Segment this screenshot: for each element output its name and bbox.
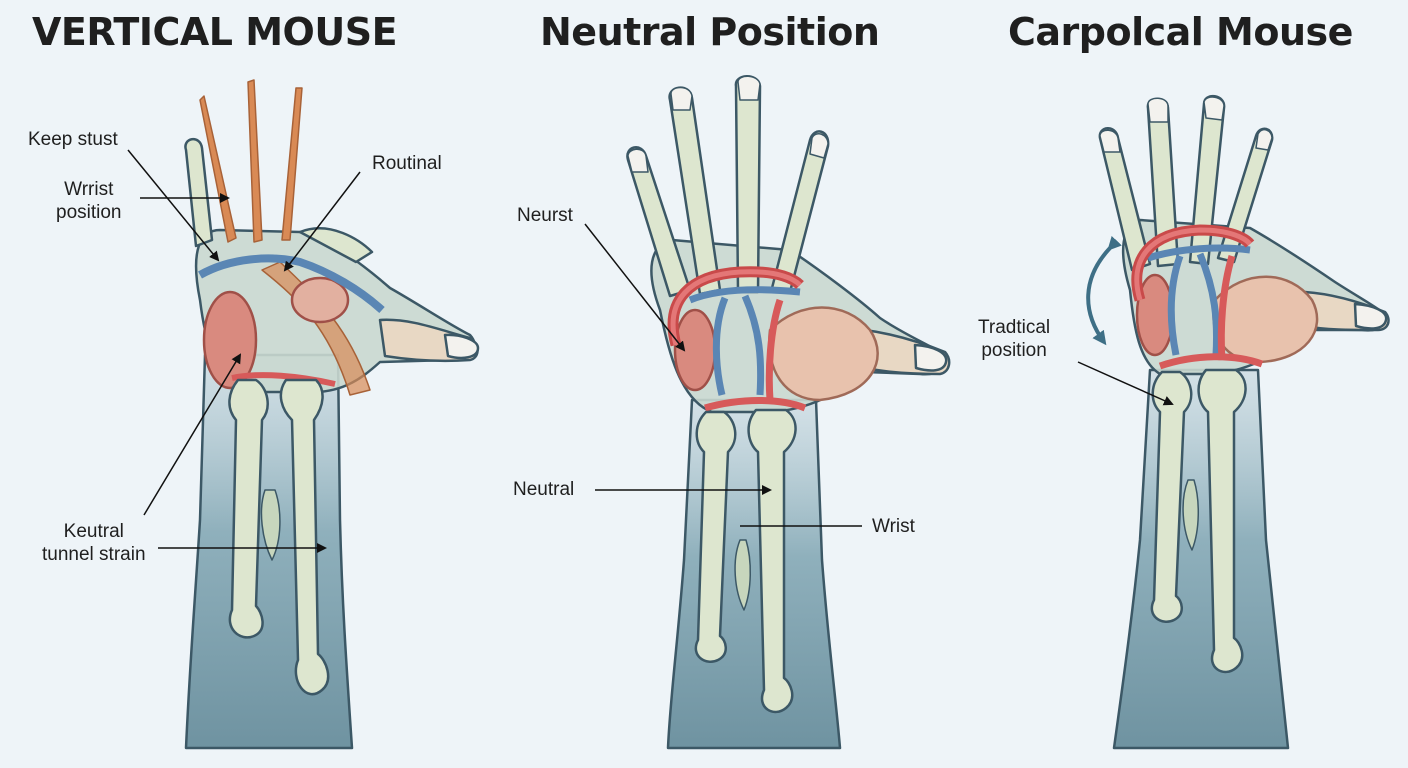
label-tradtical-line1: Tradtical bbox=[978, 317, 1051, 338]
title-carpolcal-mouse: Carpolcal Mouse bbox=[1008, 10, 1353, 54]
left-ulna-bone bbox=[279, 378, 330, 696]
middle-ulna-bone bbox=[747, 408, 797, 714]
label-wrist-position: Wrrist position bbox=[56, 178, 122, 224]
pointer-tradtical bbox=[1077, 361, 1174, 406]
middle-hand bbox=[626, 75, 951, 750]
left-finger bbox=[184, 138, 214, 248]
right-nerve bbox=[1146, 244, 1251, 356]
rotation-arrow-icon bbox=[1086, 235, 1122, 346]
pointer-lines bbox=[127, 149, 1174, 553]
label-wrist-line1: Wrrist bbox=[64, 179, 114, 200]
label-neutral-tunnel-strain: Keutral tunnel strain bbox=[42, 520, 146, 566]
right-muscle bbox=[1212, 275, 1319, 364]
label-routinal: Routinal bbox=[372, 153, 442, 174]
pointer-keep-stust bbox=[127, 149, 220, 262]
title-vertical-mouse: VERTICAL MOUSE bbox=[32, 10, 398, 54]
label-keep-stust: Keep stust bbox=[28, 129, 118, 150]
right-forearm bbox=[1112, 368, 1290, 750]
middle-finger-4 bbox=[770, 130, 830, 294]
middle-forearm bbox=[666, 398, 842, 750]
left-muscle bbox=[202, 290, 258, 390]
right-hand bbox=[1098, 95, 1390, 750]
left-hand bbox=[184, 79, 480, 750]
left-nerve bbox=[198, 254, 385, 313]
middle-nerve bbox=[688, 286, 801, 396]
label-neutral: Neutral bbox=[513, 479, 575, 500]
pointer-routinal bbox=[283, 171, 361, 272]
pointer-neurst bbox=[584, 223, 686, 352]
label-neutral-tunnel-line2: tunnel strain bbox=[42, 544, 146, 565]
label-neutral-tunnel-line1: Keutral bbox=[63, 521, 124, 542]
label-tradtical-line2: position bbox=[981, 340, 1047, 361]
label-neurst: Neurst bbox=[517, 205, 573, 226]
pointer-neutral-tunnel bbox=[143, 353, 242, 516]
right-ulna-bone bbox=[1197, 368, 1247, 674]
middle-muscle bbox=[767, 306, 879, 402]
middle-finger-3 bbox=[734, 75, 762, 294]
left-radius-bone bbox=[228, 378, 269, 639]
right-radius-bone bbox=[1150, 370, 1193, 623]
label-wrist: Wrist bbox=[872, 516, 915, 537]
left-artery bbox=[231, 372, 336, 387]
label-tradtical-position: Tradtical position bbox=[978, 316, 1050, 362]
middle-radius-bone bbox=[694, 410, 737, 663]
title-neutral-position: Neutral Position bbox=[540, 10, 880, 54]
left-tendon bbox=[199, 95, 237, 243]
label-wrist-line2: position bbox=[56, 202, 122, 223]
